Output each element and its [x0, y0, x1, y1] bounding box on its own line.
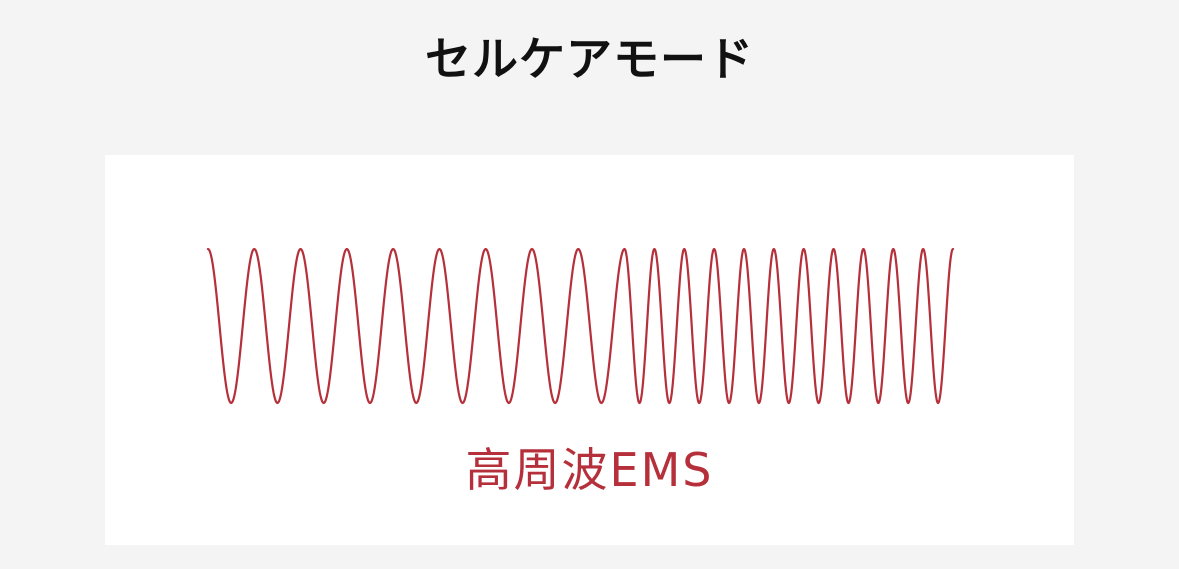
page-title: セルケアモード [425, 32, 754, 86]
ems-waveform [206, 247, 955, 405]
waveform-label: 高周波EMS [465, 443, 714, 497]
waveform-diagram [206, 247, 955, 405]
waveform-panel: 高周波EMS [105, 155, 1074, 545]
